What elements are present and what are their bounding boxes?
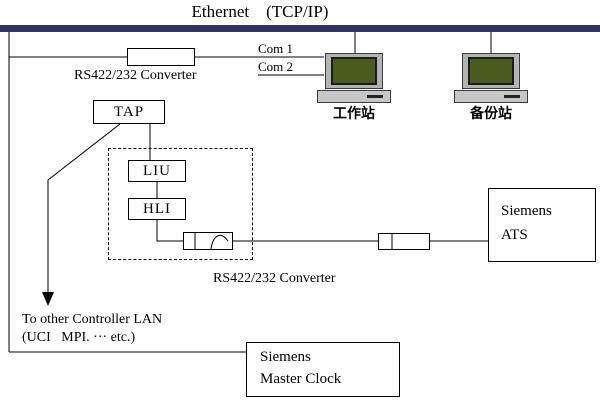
hli-box: HLI	[128, 198, 186, 220]
com1-label: Com 1	[258, 41, 294, 56]
com2-label: Com 2	[258, 59, 294, 74]
workstation-disk-slot	[367, 95, 383, 98]
diagram-title: Ethernet (TCP/IP)	[191, 2, 329, 21]
controller-group-dashed-box	[108, 148, 253, 260]
hli-label: HLI	[143, 200, 171, 217]
rs422-converter-top-label: RS422/232 Converter	[74, 68, 197, 83]
ethernet-bus	[0, 25, 600, 32]
siemens-ats-box: Siemens ATS	[488, 188, 596, 262]
siemens-ats-line1: Siemens	[501, 203, 552, 219]
backup-screen	[468, 57, 514, 85]
tap-box: TAP	[93, 100, 165, 124]
tap-label: TAP	[113, 103, 145, 120]
liu-box: LIU	[128, 160, 186, 182]
other-lan-text-line2: (UCI MPI. ··· etc.)	[22, 330, 136, 345]
rs422-converter-bottom-label: RS422/232 Converter	[213, 271, 336, 286]
down-arrowhead	[42, 292, 54, 306]
workstation-base	[317, 90, 391, 103]
master-clock-line2: Master Clock	[260, 371, 342, 387]
master-clock-line1: Siemens	[260, 349, 311, 365]
rs422-connector-right-box	[378, 233, 430, 250]
siemens-ats-line2: ATS	[501, 227, 528, 243]
workstation-label: 工作站	[333, 107, 375, 122]
backup-station-label: 备份站	[470, 107, 512, 122]
backup-monitor	[462, 53, 520, 89]
backup-base	[454, 90, 528, 103]
workstation-monitor	[325, 53, 383, 89]
backup-disk-slot	[504, 95, 520, 98]
workstation-screen	[331, 57, 377, 85]
siemens-master-clock-box: Siemens Master Clock	[246, 342, 400, 397]
rs422-converter-top-box	[127, 48, 195, 66]
rs422-connector-left-box	[183, 232, 233, 250]
other-lan-text-line1: To other Controller LAN	[22, 312, 163, 327]
liu-label: LIU	[143, 162, 171, 179]
